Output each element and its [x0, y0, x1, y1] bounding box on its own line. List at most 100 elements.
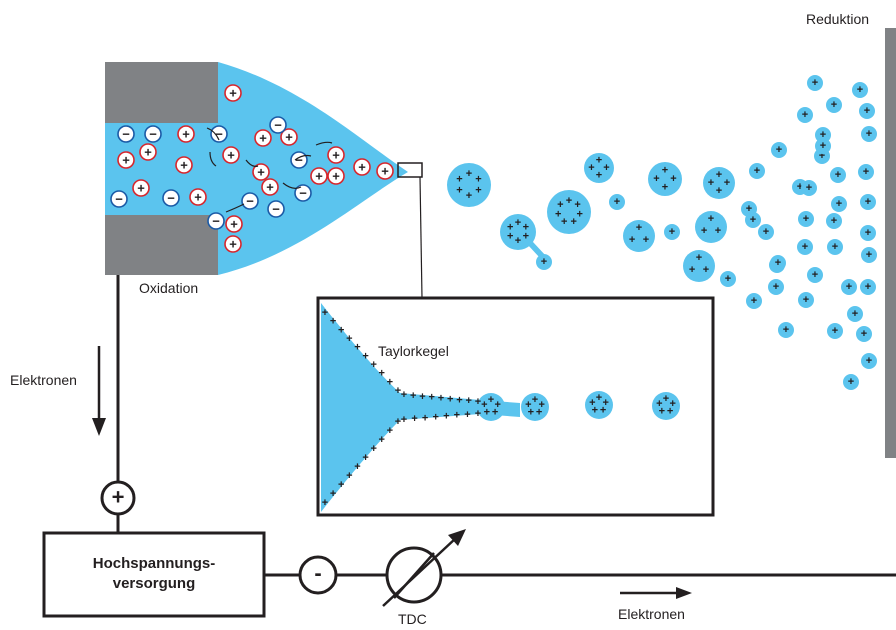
svg-text:+: + [555, 208, 561, 220]
droplet: + [827, 239, 843, 255]
svg-text:+: + [577, 208, 583, 220]
surface-charge: + [387, 425, 393, 437]
anion: − [269, 116, 287, 134]
svg-text:+: + [507, 222, 513, 234]
svg-text:+: + [725, 273, 731, 285]
surface-charge: + [438, 393, 444, 405]
droplet: ++++ [584, 153, 614, 183]
svg-text:+: + [857, 84, 863, 96]
cation: + [252, 163, 270, 181]
svg-text:+: + [831, 215, 837, 227]
svg-text:+: + [332, 169, 340, 184]
anion: − [241, 192, 259, 210]
svg-text:+: + [775, 257, 781, 269]
svg-text:+: + [515, 235, 521, 247]
droplet: + [861, 353, 877, 369]
svg-text:+: + [266, 180, 274, 195]
flow-traces [206, 127, 333, 213]
svg-text:+: + [596, 170, 602, 182]
svg-text:+: + [863, 166, 869, 178]
svg-text:+: + [259, 131, 267, 146]
surface-charge: + [447, 393, 453, 405]
svg-text:−: − [274, 118, 282, 133]
anion: − [290, 151, 308, 169]
cation: + [224, 235, 242, 253]
svg-text:+: + [588, 162, 594, 174]
svg-text:+: + [797, 181, 803, 193]
inset-droplet: +++++ [652, 392, 680, 420]
svg-text:+: + [144, 145, 152, 160]
cation: + [225, 215, 243, 233]
svg-text:+: + [696, 252, 702, 264]
svg-text:+: + [596, 155, 602, 167]
inset-cone [321, 303, 520, 512]
anion: − [117, 125, 135, 143]
surface-charge: + [443, 411, 449, 423]
droplet: + [746, 293, 762, 309]
cation: + [261, 178, 279, 196]
svg-text:+: + [603, 162, 609, 174]
svg-text:−: − [272, 202, 280, 217]
svg-text:+: + [819, 150, 825, 162]
surface-charge: + [338, 324, 344, 336]
minus-terminal-sign: - [314, 561, 321, 586]
svg-text:+: + [229, 237, 237, 252]
svg-text:+: + [180, 158, 188, 173]
svg-text:+: + [602, 397, 608, 409]
svg-text:+: + [656, 398, 662, 410]
svg-text:+: + [864, 105, 870, 117]
svg-text:+: + [523, 231, 529, 243]
svg-text:+: + [865, 281, 871, 293]
svg-text:+: + [750, 214, 756, 226]
svg-text:+: + [803, 294, 809, 306]
svg-text:+: + [773, 281, 779, 293]
svg-text:+: + [836, 198, 842, 210]
svg-text:+: + [669, 398, 675, 410]
svg-text:+: + [137, 181, 145, 196]
reduktion-label: Reduktion [806, 11, 869, 27]
droplet: + [859, 103, 875, 119]
cation: + [177, 125, 195, 143]
svg-text:+: + [561, 216, 567, 228]
svg-text:+: + [481, 399, 487, 411]
svg-text:+: + [831, 99, 837, 111]
inset-droplet: +++++ [477, 393, 505, 421]
droplet: + [841, 279, 857, 295]
cation: + [376, 162, 394, 180]
svg-text:+: + [456, 185, 462, 197]
svg-text:+: + [643, 234, 649, 246]
svg-text:−: − [149, 127, 157, 142]
svg-text:+: + [716, 169, 722, 181]
droplet: + [831, 196, 847, 212]
svg-text:+: + [596, 392, 602, 404]
svg-text:+: + [466, 190, 472, 202]
surface-charge: + [454, 410, 460, 422]
svg-text:+: + [456, 174, 462, 186]
svg-text:+: + [629, 234, 635, 246]
elektronen-bottom-label: Elektronen [618, 606, 685, 622]
power-supply-box [42, 531, 266, 618]
svg-text:+: + [557, 199, 563, 211]
svg-text:+: + [670, 173, 676, 185]
svg-text:+: + [820, 140, 826, 152]
svg-text:+: + [182, 127, 190, 142]
svg-text:+: + [475, 185, 481, 197]
svg-text:+: + [229, 86, 237, 101]
surface-charge: + [379, 434, 385, 446]
droplet: + [852, 82, 868, 98]
cation: + [327, 167, 345, 185]
droplet: + [758, 224, 774, 240]
svg-text:−: − [167, 191, 175, 206]
svg-text:+: + [494, 399, 500, 411]
surface-charge: + [456, 394, 462, 406]
droplet-spray: ++++++++++++++++++++++++++++++++++++++++… [447, 75, 877, 390]
surface-charge: + [411, 413, 417, 425]
oxidation-label: Oxidation [139, 280, 198, 296]
svg-text:+: + [667, 406, 673, 418]
droplet: + [749, 163, 765, 179]
svg-text:+: + [532, 394, 538, 406]
droplet: + [720, 271, 736, 287]
svg-text:+: + [832, 325, 838, 337]
droplet: + [797, 107, 813, 123]
svg-text:+: + [663, 393, 669, 405]
